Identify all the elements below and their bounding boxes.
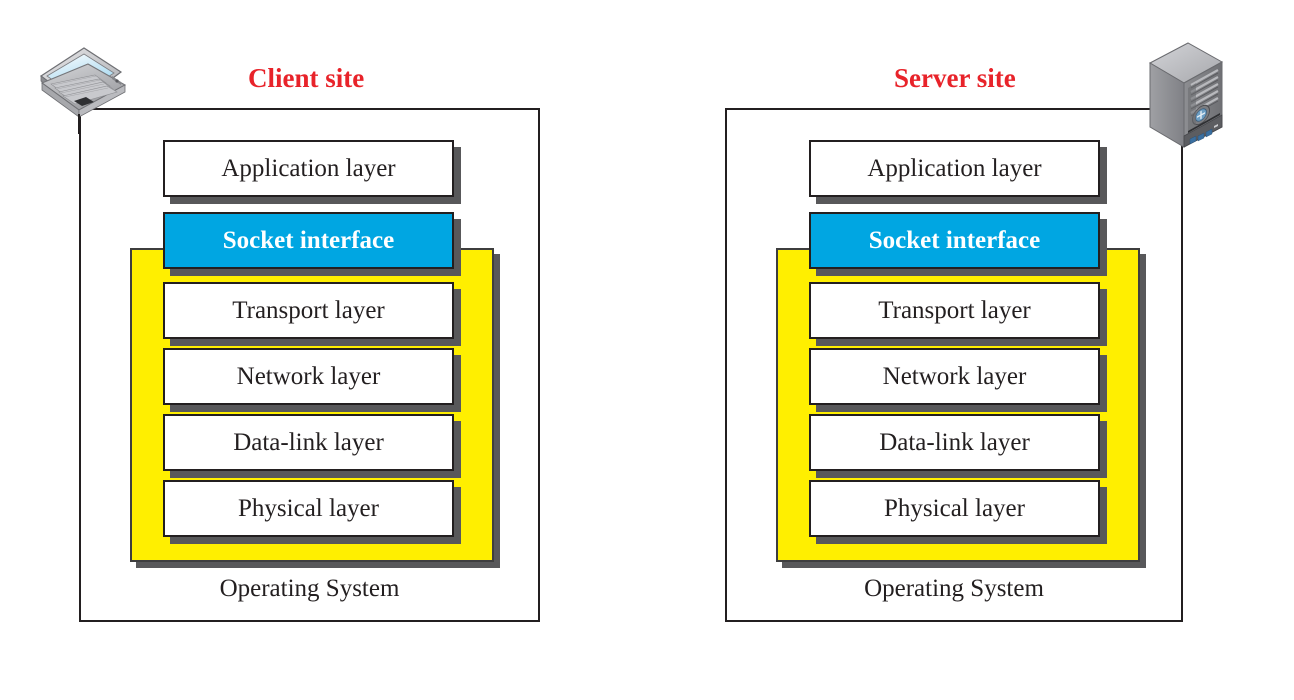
server-tower-icon <box>1136 35 1246 170</box>
server-layer-socket-interface[interactable]: Socket interface <box>809 212 1100 269</box>
client-device-connector-horizontal <box>112 108 172 110</box>
server-os-label: Operating System <box>864 575 1044 602</box>
server-layer-data-link[interactable]: Data-link layer <box>809 414 1100 471</box>
client-layer-network-label: Network layer <box>236 362 381 390</box>
client-layer-application[interactable]: Application layer <box>163 140 454 197</box>
server-layer-physical-label: Physical layer <box>884 494 1025 522</box>
server-site-panel: Server site Application layer Socket int… <box>646 0 1246 700</box>
client-layer-data-link[interactable]: Data-link layer <box>163 414 454 471</box>
server-device-connector-horizontal <box>1101 108 1176 110</box>
client-layer-physical-label: Physical layer <box>238 494 379 522</box>
laptop-icon <box>18 38 136 151</box>
server-layer-transport-label: Transport layer <box>878 296 1031 324</box>
client-site-title: Client site <box>248 63 365 93</box>
client-device-connector-vertical <box>79 136 81 176</box>
server-layer-socket-interface-label: Socket interface <box>868 226 1041 254</box>
server-layer-network-label: Network layer <box>882 362 1027 390</box>
server-layer-network[interactable]: Network layer <box>809 348 1100 405</box>
server-layer-transport[interactable]: Transport layer <box>809 282 1100 339</box>
server-layer-physical[interactable]: Physical layer <box>809 480 1100 537</box>
server-site-title: Server site <box>894 63 1016 93</box>
client-layer-transport-label: Transport layer <box>232 296 385 324</box>
client-layer-data-link-label: Data-link layer <box>233 428 384 456</box>
client-layer-physical[interactable]: Physical layer <box>163 480 454 537</box>
server-layer-application-label: Application layer <box>867 154 1042 182</box>
server-layer-application[interactable]: Application layer <box>809 140 1100 197</box>
client-os-label: Operating System <box>219 575 400 602</box>
client-layer-transport[interactable]: Transport layer <box>163 282 454 339</box>
client-machine-box <box>79 108 540 622</box>
client-site-panel: Client site Application layer Socket int… <box>0 0 600 700</box>
client-layer-application-label: Application layer <box>221 154 396 182</box>
client-layer-socket-interface[interactable]: Socket interface <box>163 212 454 269</box>
client-layer-socket-interface-label: Socket interface <box>222 226 395 254</box>
server-layer-data-link-label: Data-link layer <box>879 428 1030 456</box>
server-device-connector-vertical <box>1181 150 1183 622</box>
client-layer-network[interactable]: Network layer <box>163 348 454 405</box>
